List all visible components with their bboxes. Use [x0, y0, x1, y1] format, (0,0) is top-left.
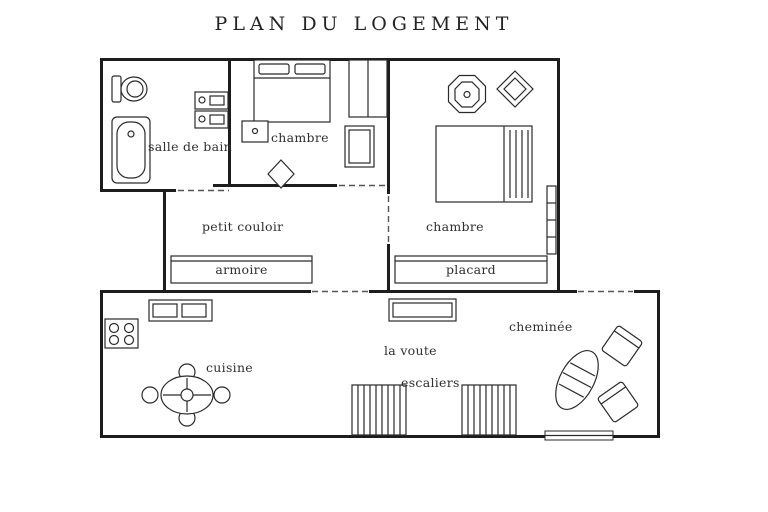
- dining-chair-left: [141, 386, 159, 404]
- label-armoire: armoire: [215, 262, 268, 277]
- door-openings: [178, 184, 633, 293]
- decor-diamond-large: [496, 70, 534, 108]
- wardrobe: [348, 59, 388, 118]
- radiator: [546, 185, 557, 255]
- bed-small: [253, 59, 331, 123]
- kitchen-sink: [148, 299, 213, 322]
- label-cheminee: cheminée: [509, 319, 573, 334]
- dining-table: [160, 375, 214, 415]
- label-chambre-1: chambre: [271, 130, 329, 145]
- washer-dryer: [194, 91, 229, 129]
- placard-box: [394, 255, 548, 284]
- decor-octagon: [447, 74, 487, 114]
- decor-diamond-small: [267, 159, 295, 189]
- bed-large: [435, 125, 533, 203]
- armchair-top: [601, 325, 643, 367]
- desk: [344, 125, 375, 168]
- lounge-oval: [555, 350, 599, 410]
- label-salle-de-bain: salle de bain: [148, 139, 233, 154]
- label-placard: placard: [446, 262, 496, 277]
- stove: [104, 318, 139, 349]
- label-la-voute: la voute: [384, 343, 437, 358]
- toilet: [111, 75, 148, 103]
- plan-title: PLAN DU LOGEMENT: [214, 13, 514, 35]
- window: [544, 430, 614, 441]
- bathtub: [111, 116, 151, 184]
- label-chambre-2: chambre: [426, 219, 484, 234]
- armoire-box: [170, 255, 313, 284]
- armchair-bottom: [597, 381, 639, 423]
- stairs-right: [461, 384, 517, 436]
- stairs-left: [351, 384, 407, 436]
- label-cuisine: cuisine: [206, 360, 254, 375]
- nightstand: [241, 120, 269, 143]
- label-escaliers: escaliers: [401, 375, 460, 390]
- dining-chair-right: [213, 386, 231, 404]
- label-petit-couloir: petit couloir: [202, 219, 284, 234]
- bench: [388, 298, 457, 322]
